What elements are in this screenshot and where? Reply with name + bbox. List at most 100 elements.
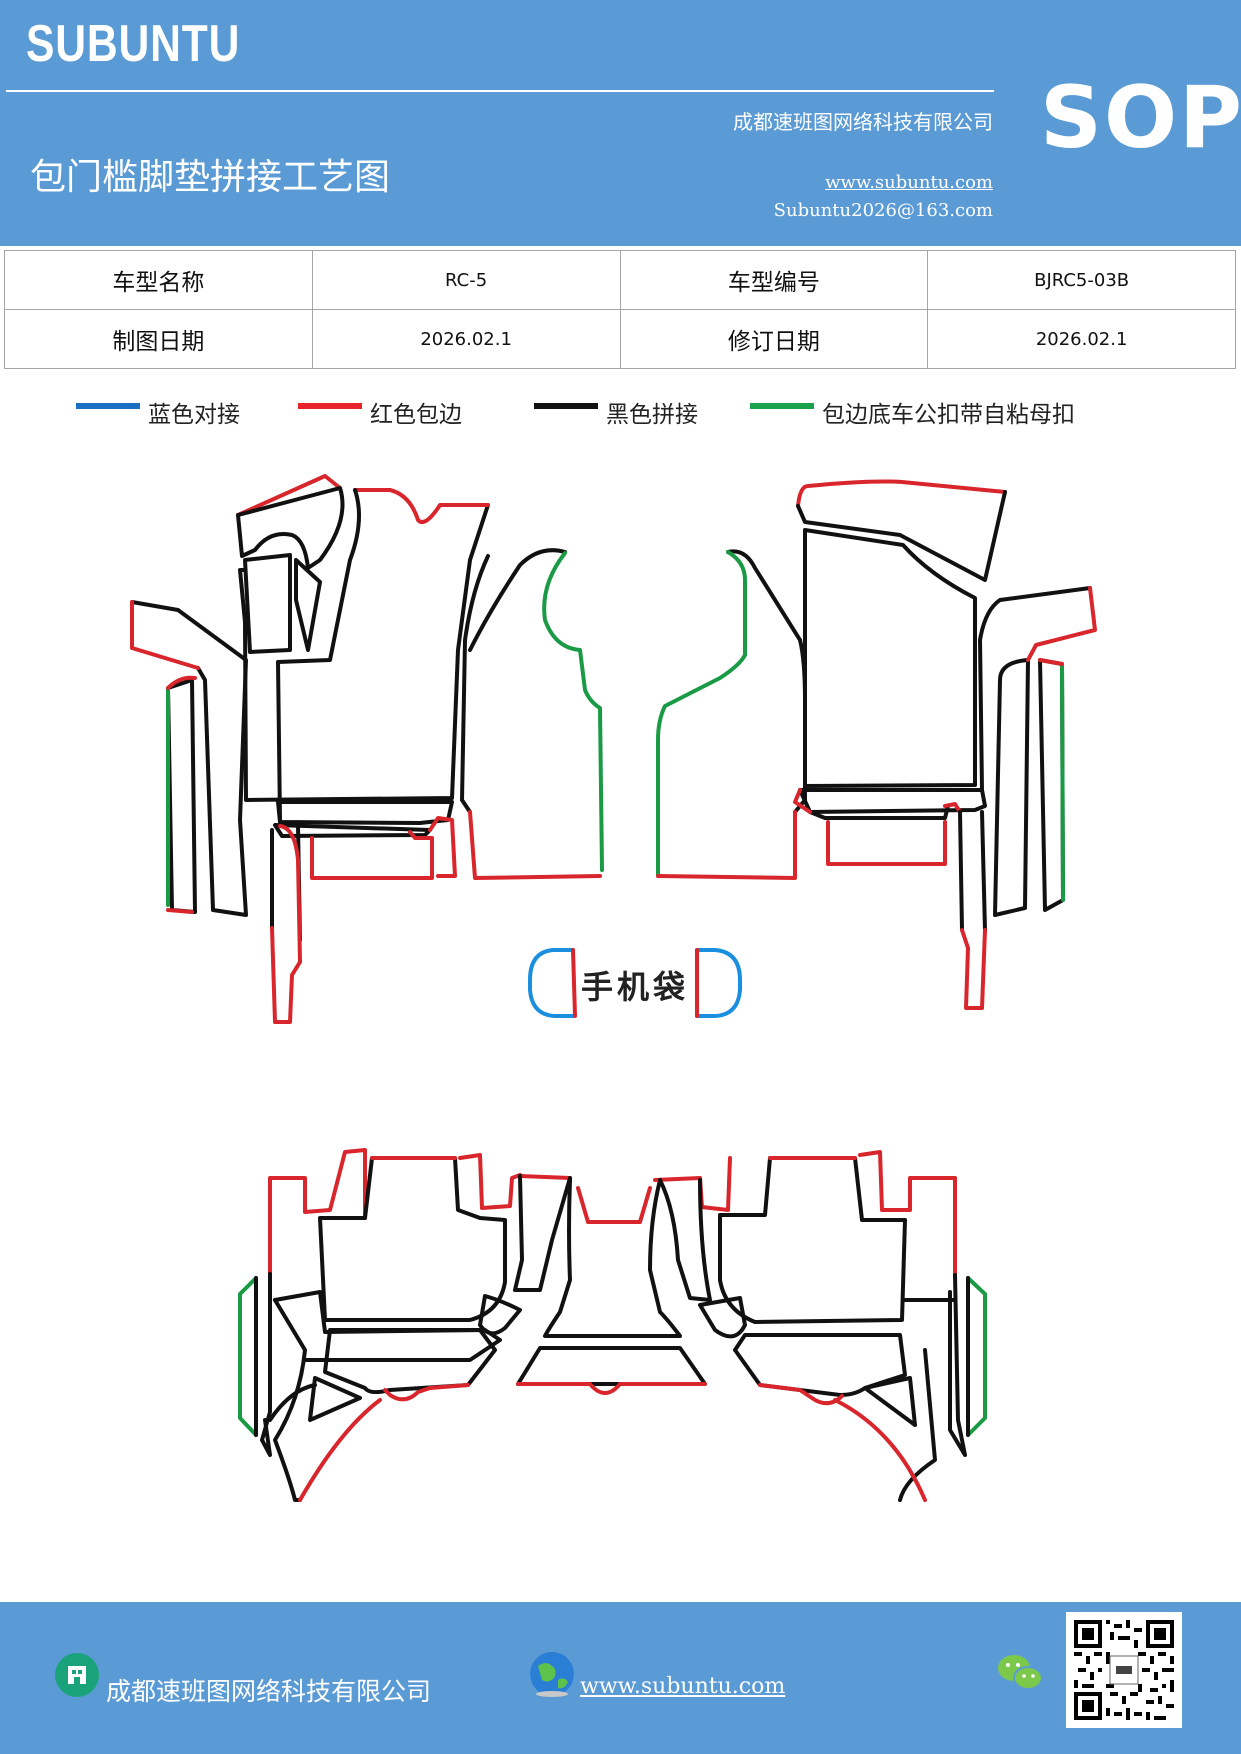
- left-side-strip-bottom: [166, 908, 194, 914]
- rear-left-arch-red: [298, 1398, 382, 1502]
- rear-left-outer-red: [268, 1148, 367, 1276]
- vehicle-info-table: 车型名称 RC-5 车型编号 BJRC5-03B 制图日期 2026.02.1 …: [4, 250, 1236, 369]
- rear-left-outer-black: [260, 1272, 272, 1457]
- driver-mat-heel: [353, 488, 490, 525]
- rear-right-wedge: [863, 1376, 917, 1427]
- passenger-side-strip: [1038, 658, 1065, 912]
- legend-label: 黑色拼接: [606, 402, 698, 428]
- website-link[interactable]: www.subuntu.com: [825, 172, 993, 193]
- passenger-mat-outline: [796, 490, 1007, 582]
- rear-right-lower-red: [758, 1383, 844, 1406]
- rear-right-tabs: [858, 1150, 957, 1277]
- rear-left-lower: [323, 1328, 497, 1395]
- left-sill-red: [130, 600, 200, 670]
- passenger-long-strip: [958, 810, 987, 932]
- passenger-mat-inner: [803, 528, 977, 788]
- header: SUBUNTU SOP 成都速班图网络科技有限公司 包门槛脚垫拼接工艺图 www…: [0, 0, 1241, 246]
- revision-date-value: 2026.02.1: [927, 309, 1236, 369]
- left-side-strip: [166, 678, 197, 914]
- legend-swatch-black: [534, 403, 598, 409]
- model-name-value: RC-5: [311, 250, 621, 310]
- passenger-long-strip-red: [960, 928, 987, 1010]
- qr-code-image: [1074, 1620, 1174, 1720]
- rear-center-black: [543, 1178, 682, 1338]
- model-name-label: 车型名称: [4, 250, 313, 310]
- footer-company: 成都速班图网络科技有限公司: [106, 1677, 432, 1706]
- mat-assembly-diagram: 手机袋: [130, 474, 1097, 1502]
- sop-badge: SOP: [1040, 68, 1241, 168]
- rear-left-mats: [238, 1148, 572, 1502]
- rear-right-mats: [658, 1150, 987, 1502]
- globe-icon: [530, 1652, 574, 1697]
- rear-left-seat: [318, 1156, 507, 1322]
- pocket-right-blue: [695, 948, 742, 1018]
- model-code-label: 车型编号: [619, 250, 929, 310]
- rear-center-bottom: [516, 1346, 707, 1386]
- table-row: 车型名称 RC-5 车型编号 BJRC5-03B: [4, 250, 1236, 310]
- passenger-strip-red: [793, 788, 962, 814]
- model-code-value: BJRC5-03B: [927, 250, 1236, 310]
- driver-strip-b: [273, 823, 432, 838]
- driver-pedal-block: [243, 553, 292, 654]
- page-title: 包门槛脚垫拼接工艺图: [30, 157, 391, 198]
- left-sill-piece: [130, 600, 248, 917]
- front-right-mats: [656, 479, 1097, 1010]
- draw-date-value: 2026.02.1: [311, 309, 621, 369]
- driver-mat-outline: [238, 503, 490, 802]
- rear-left-tunnel-black: [513, 1174, 572, 1292]
- center-left-mat-top: [468, 548, 567, 652]
- driver-pedal-slot: [294, 558, 322, 652]
- passenger-sill-red: [1026, 586, 1097, 662]
- rear-left-strip: [273, 1290, 502, 1362]
- rear-left-wedge: [308, 1376, 362, 1422]
- center-right-mat-top: [726, 549, 802, 642]
- passenger-mat-top: [796, 479, 1007, 508]
- passenger-sill-piece: [978, 586, 1092, 917]
- rear-right-seat: [718, 1156, 907, 1324]
- rear-left-small: [478, 1294, 522, 1336]
- passenger-side-strip-top: [1038, 658, 1064, 666]
- legend-item-blue: 蓝色对接: [76, 395, 240, 429]
- draw-date-label: 制图日期: [4, 309, 313, 369]
- rear-left-tab: [458, 1153, 522, 1210]
- company-name: 成都速班图网络科技有限公司: [733, 110, 993, 134]
- legend-label: 包边底车公扣带自粘母扣: [822, 402, 1075, 428]
- legend-item-red: 红色包边: [298, 395, 462, 429]
- table-row: 制图日期 2026.02.1 修订日期 2026.02.1: [4, 309, 1236, 369]
- wechat-icon: [998, 1655, 1043, 1690]
- legend-swatch-green: [750, 403, 814, 409]
- front-left-mats: [130, 474, 490, 1024]
- footer: 成都速班图网络科技有限公司 www.subuntu.com: [0, 1602, 1241, 1754]
- center-right-mat-green: [656, 550, 747, 878]
- passenger-strip-b: [808, 804, 950, 820]
- brand-logo: SUBUNTU: [26, 15, 241, 73]
- driver-long-strip-red: [270, 824, 302, 1024]
- rear-left-tunnel: [518, 1174, 572, 1180]
- center-right-mat-red: [656, 810, 797, 880]
- passenger-strip-a: [798, 788, 987, 814]
- revision-date-label: 修订日期: [619, 309, 929, 369]
- rear-center-top-red: [576, 1186, 652, 1224]
- legend-swatch-blue: [76, 403, 140, 409]
- rear-right-green: [966, 1276, 987, 1437]
- center-left-mat-black: [460, 554, 490, 814]
- qr-code: [1066, 1612, 1182, 1728]
- driver-strip-a: [276, 800, 454, 825]
- driver-strip-b-red: [428, 816, 457, 878]
- legend-swatch-red: [298, 403, 362, 409]
- footer-website-link[interactable]: www.subuntu.com: [580, 1674, 786, 1699]
- pocket-left-red: [571, 948, 577, 1018]
- legend-item-green: 包边底车公扣带自粘母扣: [750, 395, 1075, 429]
- rear-center-right-red: [653, 1156, 732, 1212]
- rear-left-green: [238, 1276, 258, 1437]
- center-left-mat-red: [468, 810, 602, 880]
- rear-left-lower-red: [383, 1383, 470, 1402]
- pocket-left-blue: [528, 948, 575, 1018]
- phone-pocket: 手机袋: [528, 948, 742, 1018]
- rear-right-tunnel: [658, 1178, 712, 1302]
- front-center-left-mat: [460, 548, 604, 880]
- driver-mat-inner: [276, 488, 361, 822]
- driver-mat-top: [236, 474, 342, 517]
- pocket-label: 手机袋: [581, 968, 689, 1006]
- driver-bar: [310, 830, 434, 880]
